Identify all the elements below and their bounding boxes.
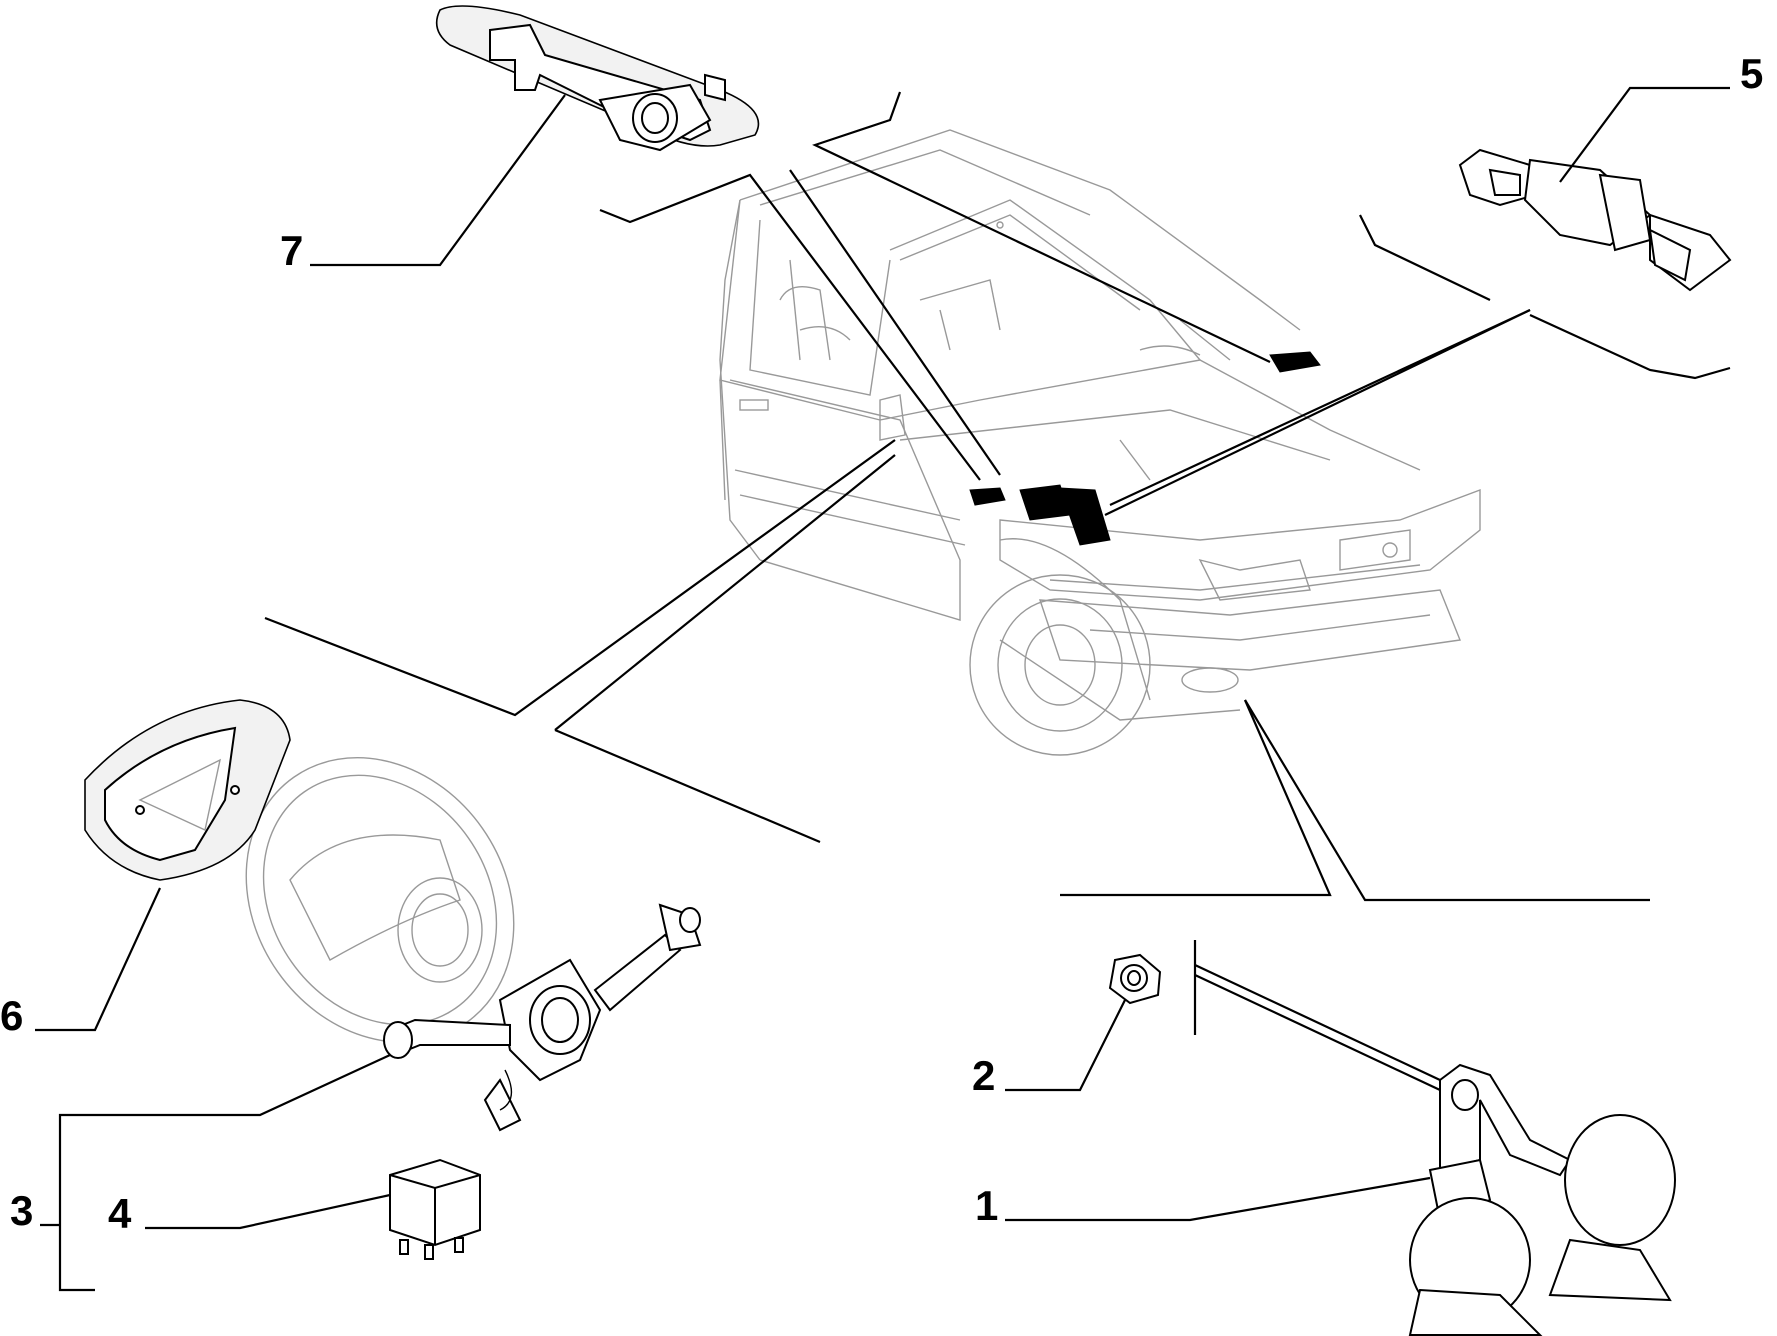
callout-3: 3 [10, 1187, 33, 1234]
switch-bracket-icon [435, 5, 760, 152]
dash-switch-markers [969, 351, 1321, 546]
callout-5: 5 [1740, 50, 1763, 97]
leader-lines [264, 91, 1731, 1091]
callout-leaders [35, 86, 1730, 1292]
callout-2: 2 [972, 1052, 995, 1099]
callout-4: 4 [108, 1190, 132, 1237]
steering-column-switch-icon [383, 903, 702, 1132]
horn-pair-icon [1408, 1063, 1676, 1336]
car-outline-icon [719, 129, 1481, 756]
brake-light-switch-icon [1458, 148, 1732, 292]
callout-1: 1 [975, 1182, 998, 1229]
callout-7: 7 [280, 227, 303, 274]
relay-icon [389, 1158, 481, 1260]
callout-6: 6 [0, 992, 23, 1039]
hex-nut-icon [1108, 953, 1162, 1005]
horn-button-pad-icon [84, 699, 291, 881]
